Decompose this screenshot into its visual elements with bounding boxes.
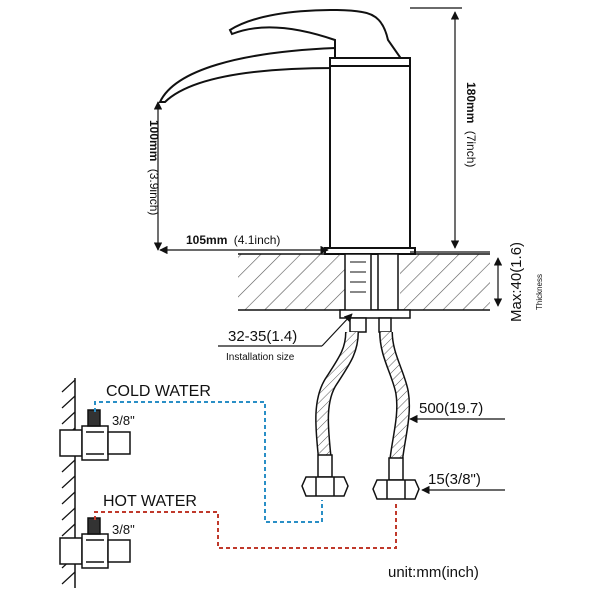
hose-length-label: 500(19.7) [419, 400, 483, 417]
hot-valve-size: 3/8" [112, 522, 135, 537]
cold-water-label: COLD WATER [106, 383, 211, 400]
reach-label: 105mm (4.1inch) [186, 233, 280, 247]
mounting-nut [339, 309, 411, 319]
faucet-spout [158, 46, 336, 103]
hose-fittings [301, 454, 420, 500]
faucet-base [324, 247, 416, 255]
hot-water-line [94, 502, 397, 549]
hose-nut-left [301, 476, 349, 497]
installation-size-value: 32-35(1.4) [228, 328, 297, 345]
hose-thread-label: 15(3/8") [428, 471, 481, 488]
hot-water-label: HOT WATER [103, 493, 197, 510]
unit-note: unit:mm(inch) [388, 564, 479, 581]
installation-size-caption: Installation size [226, 352, 295, 363]
hose-nut-right [372, 479, 420, 500]
faucet [158, 9, 416, 255]
height-value-label: 180mm (7inch) [464, 82, 478, 167]
hot-valve [59, 517, 131, 569]
faucet-handle [228, 9, 404, 61]
spout-height-label: 100mm (3.9inch) [147, 120, 161, 215]
dimension-lines [153, 7, 505, 495]
cold-water-line [94, 401, 323, 523]
cold-valve-size: 3/8" [112, 413, 135, 428]
thickness-value-label: Max:40(1.6) [508, 242, 525, 322]
supply-hoses [315, 331, 411, 463]
countertop [238, 253, 490, 333]
thickness-caption: Thickness [535, 274, 544, 310]
faucet-body [329, 57, 411, 253]
mounting-shank [344, 253, 372, 313]
cold-valve [59, 409, 131, 461]
